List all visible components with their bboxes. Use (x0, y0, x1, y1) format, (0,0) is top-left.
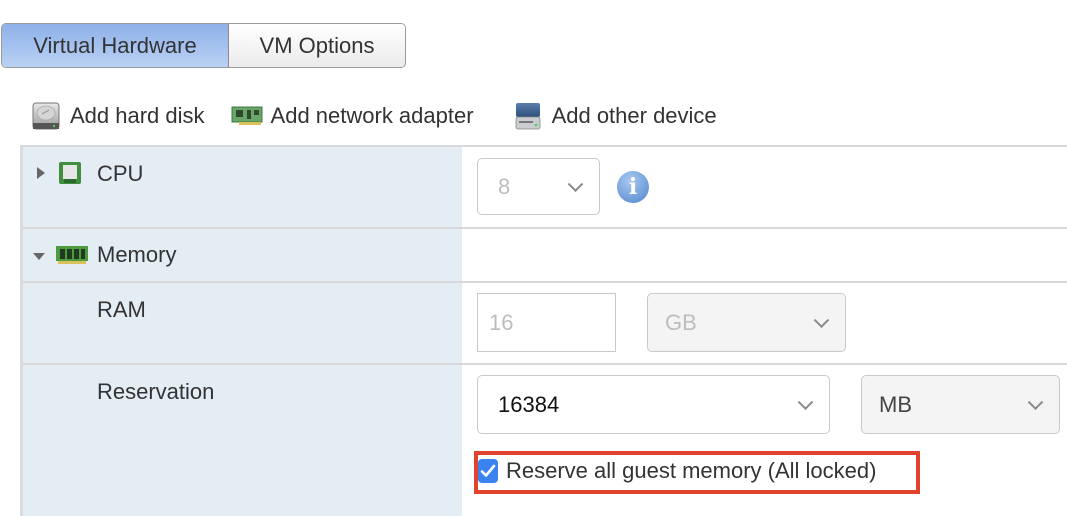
add-other-device-button[interactable]: Add other device (512, 101, 717, 131)
checkmark-icon[interactable] (478, 459, 498, 483)
add-other-device-label: Add other device (551, 103, 717, 128)
expand-cpu-icon[interactable] (37, 167, 45, 179)
add-hard-disk-label: Add hard disk (70, 103, 205, 128)
ram-size-value: 16 (489, 309, 514, 335)
cpu-count-value: 8 (498, 173, 511, 199)
chevron-down-icon (1027, 393, 1044, 410)
other-device-icon (512, 101, 544, 131)
network-card-icon (231, 101, 263, 131)
reservation-value: 16384 (498, 391, 560, 417)
cpu-icon (58, 161, 82, 190)
chevron-down-icon (797, 393, 814, 410)
reservation-unit-value: MB (879, 391, 912, 417)
reserve-all-memory-checkbox[interactable]: Reserve all guest memory (All locked) (478, 458, 876, 484)
ram-size-input[interactable]: 16 (477, 293, 616, 352)
info-icon[interactable]: i (617, 171, 649, 203)
reservation-row: Reservation 16384 MB (23, 363, 1067, 516)
highlight-annotation (474, 451, 920, 494)
add-hard-disk-button[interactable]: Add hard disk (30, 101, 205, 131)
tab-virtual-hardware[interactable]: Virtual Hardware (2, 24, 229, 67)
cpu-row: CPU 8 i (23, 145, 1067, 227)
memory-icon (56, 244, 88, 271)
chevron-down-icon (813, 311, 830, 328)
hard-disk-icon (30, 101, 62, 131)
collapse-memory-icon[interactable] (33, 253, 45, 260)
memory-label: Memory (97, 242, 177, 267)
reserve-all-memory-label: Reserve all guest memory (All locked) (506, 458, 877, 483)
tab-bar: Virtual Hardware VM Options (1, 23, 406, 68)
reservation-unit-select[interactable]: MB (861, 375, 1060, 434)
device-toolbar: Add hard disk Add network adapter Add ot… (30, 99, 717, 133)
ram-unit-value: GB (665, 309, 697, 335)
chevron-down-icon (567, 175, 584, 192)
reservation-value-select[interactable]: 16384 (477, 375, 830, 434)
tab-vm-options[interactable]: VM Options (229, 24, 405, 67)
memory-row: Memory (23, 227, 1067, 281)
cpu-count-select[interactable]: 8 (477, 158, 600, 215)
cpu-label: CPU (97, 161, 144, 186)
add-network-adapter-button[interactable]: Add network adapter (231, 101, 474, 131)
ram-row: RAM 16 GB (23, 281, 1067, 363)
hardware-table: CPU 8 i Memory (20, 145, 1067, 516)
add-network-adapter-label: Add network adapter (270, 103, 474, 128)
ram-label: RAM (97, 297, 146, 322)
ram-unit-select[interactable]: GB (647, 293, 846, 352)
reservation-label: Reservation (97, 379, 215, 404)
